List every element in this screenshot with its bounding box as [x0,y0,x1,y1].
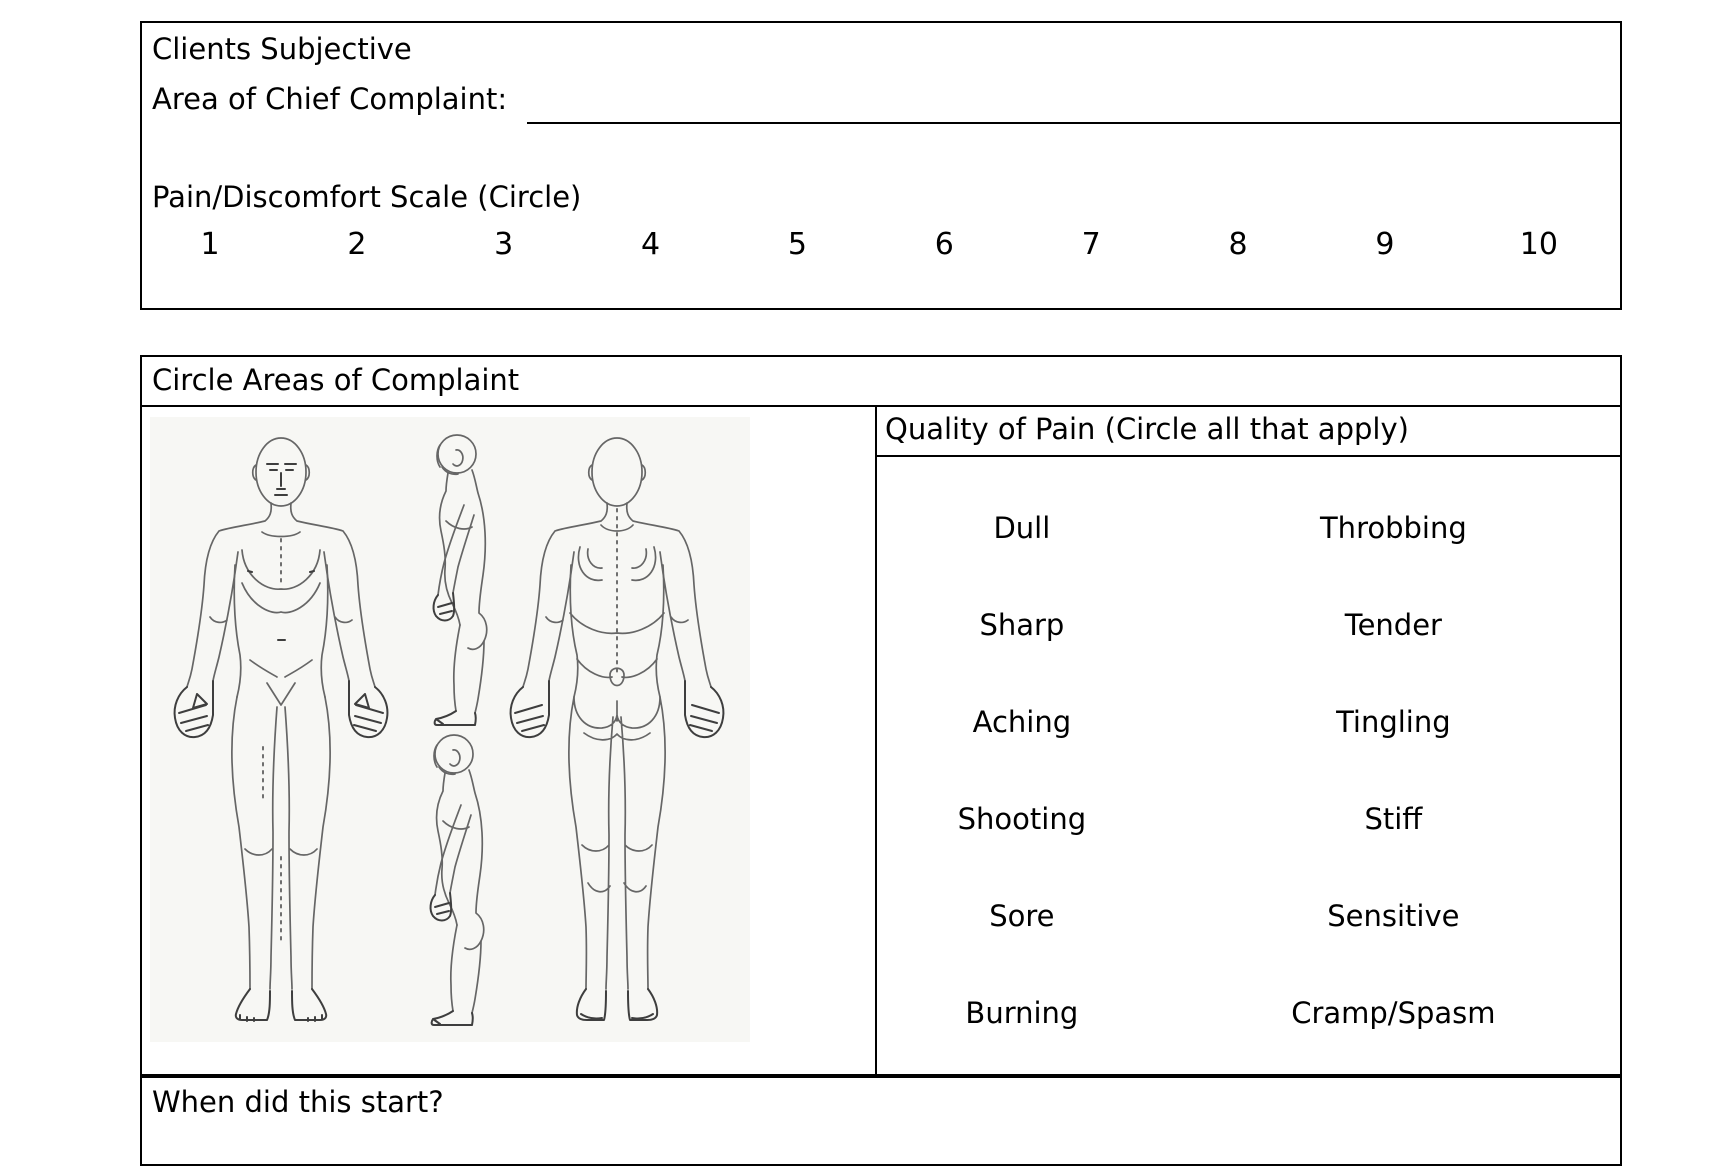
quality-option-stiff[interactable]: Stiff [1364,802,1423,837]
pain-scale-option-7[interactable]: 7 [1081,227,1101,262]
quality-of-pain-header-label: Quality of Pain (Circle all that apply) [885,412,1409,446]
quality-row: Sore Sensitive [877,899,1620,933]
quality-option-throbbing[interactable]: Throbbing [1319,510,1467,545]
chief-complaint-blank-line[interactable] [527,122,1620,124]
pain-scale-option-3[interactable]: 3 [494,227,514,262]
quality-row: Shooting Stiff [877,802,1620,836]
quality-option-burning[interactable]: Burning [965,996,1079,1031]
pain-scale-label: Pain/Discomfort Scale (Circle) [152,180,582,214]
quality-option-sore[interactable]: Sore [989,899,1055,934]
complaint-section: Quality of Pain (Circle all that apply) … [140,407,1622,1076]
pain-scale-options: 1 2 3 4 5 6 7 8 9 10 [142,226,1620,264]
quality-option-cramp-spasm[interactable]: Cramp/Spasm [1291,996,1496,1031]
quality-row: Sharp Tender [877,608,1620,642]
quality-option-dull[interactable]: Dull [993,510,1051,545]
pain-scale-option-6[interactable]: 6 [934,227,954,262]
subjective-section: Clients Subjective Area of Chief Complai… [140,21,1622,310]
quality-row: Aching Tingling [877,705,1620,739]
pain-scale-option-1[interactable]: 1 [200,227,220,262]
onset-question-label: When did this start? [152,1085,444,1119]
quality-of-pain-panel: Quality of Pain (Circle all that apply) … [877,407,1620,1074]
back-view-figure[interactable] [509,437,725,1021]
complaint-areas-header-label: Circle Areas of Complaint [152,363,520,397]
chief-complaint-label: Area of Chief Complaint: [152,82,508,116]
pain-scale-option-4[interactable]: 4 [641,227,661,262]
onset-answer-area[interactable] [142,1122,1620,1164]
quality-option-sensitive[interactable]: Sensitive [1327,899,1460,934]
pain-scale-option-2[interactable]: 2 [347,227,367,262]
pain-scale-option-8[interactable]: 8 [1228,227,1248,262]
body-diagram[interactable] [150,417,750,1042]
quality-option-shooting[interactable]: Shooting [957,802,1087,837]
quality-option-aching[interactable]: Aching [972,704,1072,739]
pain-scale-option-5[interactable]: 5 [787,227,807,262]
quality-row: Dull Throbbing [877,511,1620,545]
quality-option-sharp[interactable]: Sharp [979,607,1065,642]
quality-option-tender[interactable]: Tender [1344,607,1442,642]
front-view-figure[interactable] [173,437,389,1022]
pain-scale-option-9[interactable]: 9 [1375,227,1395,262]
quality-of-pain-options: Dull Throbbing Sharp Tender Aching Tingl… [877,457,1620,1074]
quality-option-tingling[interactable]: Tingling [1336,704,1451,739]
complaint-areas-header: Circle Areas of Complaint [140,355,1622,407]
quality-of-pain-header: Quality of Pain (Circle all that apply) [877,407,1620,457]
pain-scale-option-10[interactable]: 10 [1519,227,1558,262]
quality-row: Burning Cramp/Spasm [877,996,1620,1030]
body-diagram-cell [142,407,877,1074]
onset-section: When did this start? [140,1076,1622,1166]
section-title: Clients Subjective [152,32,412,66]
side-view-upper-figure[interactable] [432,434,488,726]
side-view-lower-figure[interactable] [429,734,485,1026]
